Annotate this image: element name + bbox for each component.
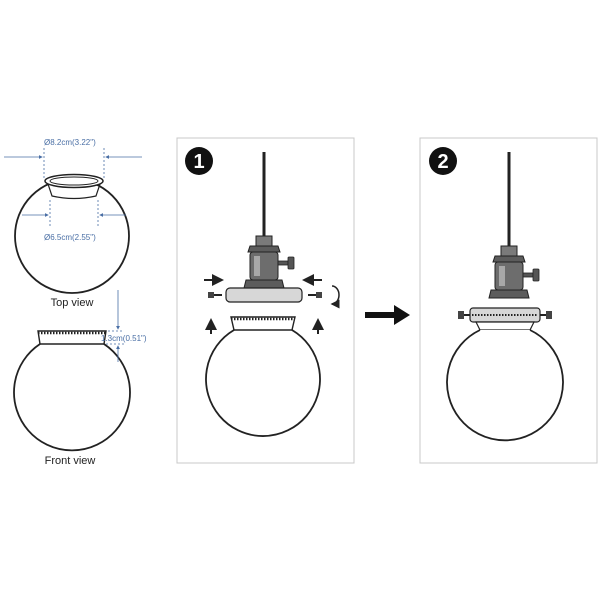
top-view-rim-outer (44, 173, 104, 189)
front-view-figure: 1.3cm(0.51") Front view (13, 290, 147, 467)
top-view-label: Top view (51, 297, 94, 309)
front-view-label: Front view (45, 455, 96, 467)
next-step-arrow-icon (365, 305, 410, 325)
step-1-globe (205, 329, 321, 437)
step-2-number: 2 (437, 151, 448, 173)
front-view-globe (13, 343, 131, 452)
top-view-figure: Ø8.2cm(3.22") Ø6.5cm(2.55") Top view (4, 138, 142, 309)
step-1-right-screw-icon (308, 292, 322, 298)
step-1-rotate-icon (330, 285, 340, 309)
step-2-left-screw-icon (458, 311, 470, 319)
step-1-number: 1 (193, 151, 204, 173)
step-2-badge (429, 147, 457, 175)
step-1-left-screw-icon (208, 292, 222, 298)
neck-height-label: 1.3cm(0.51") (101, 334, 147, 343)
step-2-globe (446, 329, 564, 442)
step-2-socket (488, 245, 540, 299)
outer-diameter-label: Ø8.2cm(3.22") (44, 138, 96, 147)
step-2-panel: 2 (419, 137, 598, 464)
step-1-socket (243, 235, 295, 289)
step-1-cap-ring (225, 287, 303, 303)
top-view-rim-inner (49, 176, 99, 186)
step-1-badge (185, 147, 213, 175)
step-2-right-screw-icon (540, 311, 552, 319)
step-1-panel: 1 (176, 137, 355, 464)
inner-diameter-label: Ø6.5cm(2.55") (44, 233, 96, 242)
